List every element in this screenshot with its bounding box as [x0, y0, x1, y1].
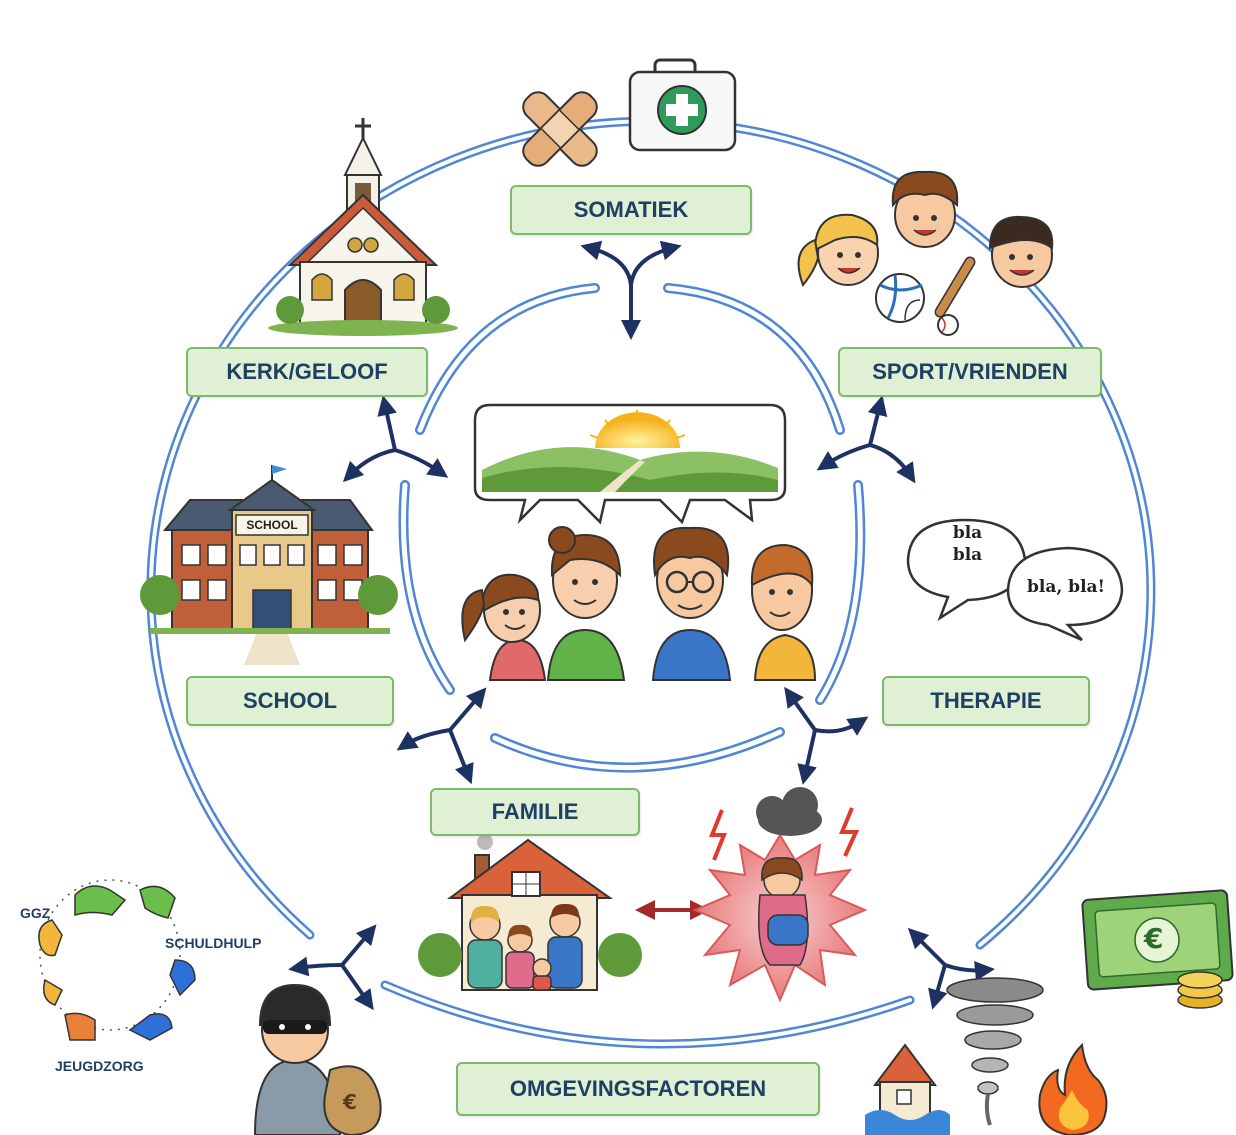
tornado-icon: [946, 977, 1044, 1126]
label-somatiek: SOMATIEK: [510, 185, 752, 235]
label-therapie: THERAPIE: [882, 676, 1090, 726]
sunrise-landscape-icon: [473, 403, 787, 525]
label-kerk-geloof: KERK/GELOOF: [186, 347, 428, 397]
church-icon: [268, 118, 458, 336]
thief-icon: [253, 983, 382, 1135]
coins-icon: [1177, 971, 1223, 1009]
label-sport-vrienden: SPORT/VRIENDEN: [838, 347, 1102, 397]
speech-bubbles-icon: [906, 518, 1124, 642]
first-aid-kit-icon: [628, 58, 737, 152]
euro-symbol-bag: €: [343, 1090, 357, 1114]
fire-icon: [1038, 1042, 1108, 1135]
label-schuldhulp: SCHULDHULP: [165, 935, 262, 951]
kids-faces-icon: [797, 170, 1054, 288]
inner-ring: [398, 283, 866, 773]
school-sign: SCHOOL: [246, 518, 298, 532]
label-familie: FAMILIE: [430, 788, 640, 836]
flooded-house-icon: [865, 1043, 950, 1135]
distressed-girl-icon: [692, 787, 868, 1003]
connector-arrows: [288, 240, 995, 1011]
label-school: SCHOOL: [186, 676, 394, 726]
money-bill-icon: [1081, 889, 1234, 991]
school-building-icon: [140, 465, 398, 665]
baseball-bat-icon: [934, 256, 976, 336]
helping-hands-chain-icon: [38, 879, 196, 1041]
family-group-icon: [461, 526, 817, 681]
label-jeugdzorg: JEUGDZORG: [55, 1058, 144, 1074]
family-house-icon: [418, 834, 642, 991]
speech-bubble-text-2: bla, bla!: [1026, 577, 1106, 597]
label-omgevingsfactoren: OMGEVINGSFACTOREN: [456, 1062, 820, 1116]
speech-bubble-text-1: bla bla: [952, 523, 983, 565]
euro-symbol-bill: €: [1144, 922, 1164, 955]
volleyball-icon: [875, 273, 925, 323]
label-ggz: GGZ: [20, 905, 51, 921]
bandage-icon: [522, 91, 598, 167]
